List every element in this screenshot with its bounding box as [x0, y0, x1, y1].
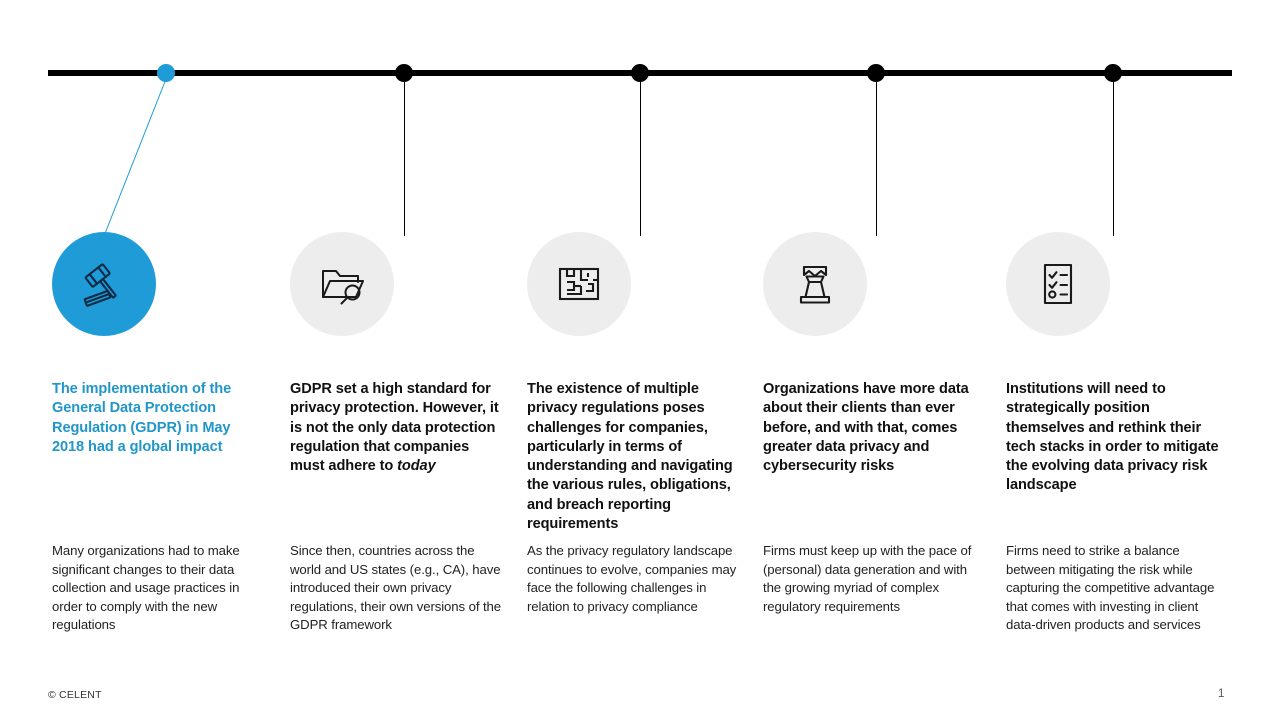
column-heading-2-text: GDPR set a high standard for privacy pro…: [290, 381, 499, 475]
icon-circle-5[interactable]: [1006, 232, 1110, 336]
chess-rook-icon: [790, 259, 840, 309]
timeline-column-4: Organizations have more data about their…: [763, 232, 977, 614]
icon-circle-2[interactable]: [290, 232, 394, 336]
icon-circle-1[interactable]: [52, 232, 156, 336]
column-heading-5: Institutions will need to strategically …: [1006, 381, 1219, 494]
connector-line-2: [404, 78, 405, 236]
timeline-column-3: The existence of multiple privacy regula…: [527, 232, 741, 614]
footer-page-number: 1: [1218, 688, 1225, 700]
icon-circle-4[interactable]: [763, 232, 867, 336]
connector-line-4: [876, 78, 877, 236]
column-heading-2-emphasis: today: [397, 458, 436, 475]
folder-search-icon: [317, 259, 367, 309]
timeline-dot-1[interactable]: [157, 64, 175, 82]
column-body-1: Many organizations had to make significa…: [52, 543, 240, 633]
checklist-icon: [1034, 260, 1082, 308]
timeline-dot-3[interactable]: [631, 64, 649, 82]
timeline-column-1: The implementation of the General Data P…: [52, 232, 266, 632]
footer-copyright: © CELENT: [48, 689, 102, 701]
column-body-2: Since then, countries across the world a…: [290, 543, 501, 633]
gavel-icon: [78, 258, 130, 310]
timeline-dot-4[interactable]: [867, 64, 885, 82]
timeline-dot-2[interactable]: [395, 64, 413, 82]
column-heading-2: GDPR set a high standard for privacy pro…: [290, 380, 504, 476]
column-heading-3: The existence of multiple privacy regula…: [527, 381, 733, 533]
maze-icon: [555, 260, 603, 308]
column-body-5: Firms need to strike a balance between m…: [1006, 543, 1215, 633]
connector-line-3: [640, 78, 641, 236]
timeline-column-2: GDPR set a high standard for privacy pro…: [290, 232, 504, 632]
column-body-3: As the privacy regulatory landscape cont…: [527, 543, 737, 614]
timeline-column-5: Institutions will need to strategically …: [1006, 232, 1220, 632]
column-heading-1: The implementation of the General Data P…: [52, 381, 232, 455]
column-body-4: Firms must keep up with the pace of (per…: [763, 543, 972, 614]
connector-line-5: [1113, 78, 1114, 236]
column-heading-4: Organizations have more data about their…: [763, 381, 969, 475]
icon-circle-3[interactable]: [527, 232, 631, 336]
timeline-dot-5[interactable]: [1104, 64, 1122, 82]
